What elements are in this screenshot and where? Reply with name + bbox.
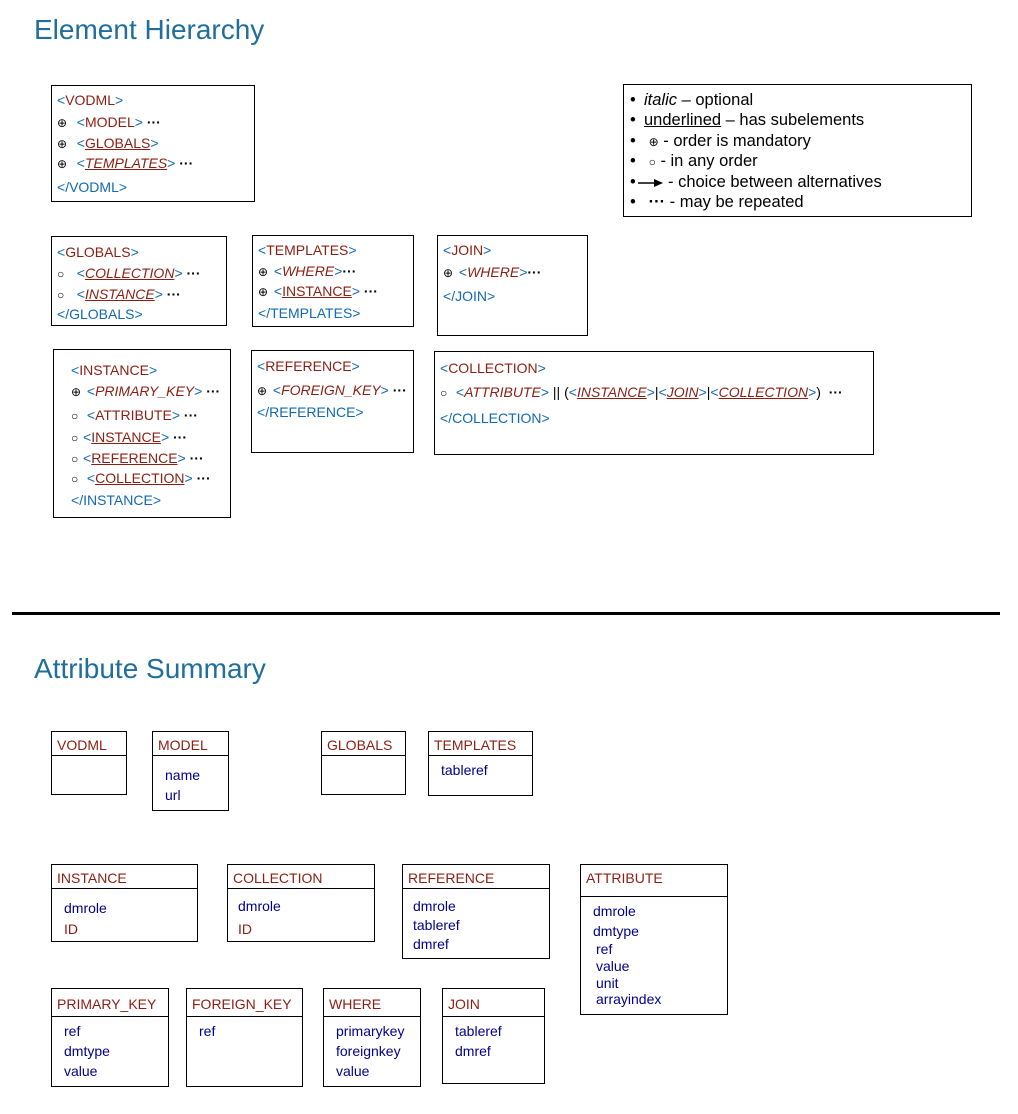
- model-attr-header: MODEL: [158, 737, 208, 753]
- where-attr-box: WHERE primarykey foreignkey value: [323, 988, 421, 1087]
- foreign-key-attr-box: FOREIGN_KEY ref: [186, 988, 303, 1087]
- attribute-attr-box: ATTRIBUTE dmrole dmtype ref value unit a…: [580, 864, 728, 1015]
- globals-hierarchy-box: <GLOBALS> ○ <COLLECTION> ··· ○ <INSTANCE…: [51, 236, 227, 326]
- vodml-attr-box: VODML: [51, 731, 127, 795]
- attr-arrayindex: arrayindex: [596, 991, 662, 1007]
- collection-attr-header: COLLECTION: [233, 870, 323, 886]
- attr-dmtype: dmtype: [64, 1043, 110, 1059]
- arrow-icon: [638, 178, 663, 187]
- element-hierarchy-title: Element Hierarchy: [34, 14, 265, 45]
- attr-dmrole: dmrole: [238, 898, 281, 914]
- attr-tableref: tableref: [413, 917, 460, 933]
- attr-tableref: tableref: [441, 762, 488, 778]
- instance-attr-box: INSTANCE dmrole ID: [51, 864, 198, 942]
- attr-dmref: dmref: [455, 1043, 491, 1059]
- legend-box: •italic – optional •underlined – has sub…: [623, 84, 972, 217]
- attr-foreignkey: foreignkey: [336, 1043, 401, 1059]
- attr-value: value: [596, 958, 630, 974]
- attr-dmtype: dmtype: [593, 923, 639, 939]
- templates-attr-box: TEMPLATES tableref: [428, 731, 533, 796]
- reference-attr-box: REFERENCE dmrole tableref dmref: [402, 864, 550, 959]
- attr-id: ID: [238, 921, 252, 937]
- primary-key-attr-header: PRIMARY_KEY: [57, 996, 157, 1012]
- reference-hierarchy-box: <REFERENCE> ⊕ <FOREIGN_KEY> ··· </REFERE…: [251, 350, 414, 453]
- attr-unit: unit: [596, 975, 619, 991]
- vodml-hierarchy-box: <VODML> ⊕ <MODEL> ··· ⊕ <GLOBALS> ⊕ <TEM…: [51, 85, 255, 202]
- attr-ref: ref: [64, 1023, 81, 1039]
- collection-attr-box: COLLECTION dmrole ID: [227, 864, 375, 942]
- join-attr-box: JOIN tableref dmref: [442, 988, 545, 1084]
- attr-value: value: [336, 1063, 370, 1079]
- join-hierarchy-box: <JOIN> ⊕ <WHERE>··· </JOIN>: [437, 235, 588, 336]
- attr-ref: ref: [596, 941, 613, 957]
- primary-key-attr-box: PRIMARY_KEY ref dmtype value: [51, 988, 169, 1087]
- join-attr-header: JOIN: [448, 996, 480, 1012]
- section-divider: [12, 612, 1000, 615]
- where-attr-header: WHERE: [329, 996, 382, 1012]
- attr-ref: ref: [199, 1023, 216, 1039]
- vodml-attr-header: VODML: [57, 737, 107, 753]
- attribute-attr-header: ATTRIBUTE: [586, 870, 663, 886]
- foreign-key-attr-header: FOREIGN_KEY: [192, 996, 292, 1012]
- instance-attr-header: INSTANCE: [57, 870, 127, 886]
- attr-name: name: [165, 767, 201, 783]
- templates-hierarchy-box: <TEMPLATES> ⊕ <WHERE>··· ⊕ <INSTANCE> ··…: [252, 235, 414, 327]
- globals-attr-header: GLOBALS: [327, 737, 393, 753]
- attr-url: url: [165, 787, 181, 803]
- model-attr-box: MODEL name url: [152, 731, 229, 811]
- attr-primarykey: primarykey: [336, 1023, 405, 1039]
- attr-dmrole: dmrole: [64, 900, 107, 916]
- templates-attr-header: TEMPLATES: [434, 737, 517, 753]
- attr-dmrole: dmrole: [593, 903, 636, 919]
- globals-attr-box: GLOBALS: [321, 731, 406, 795]
- attr-value: value: [64, 1063, 98, 1079]
- attr-dmref: dmref: [413, 936, 449, 952]
- instance-hierarchy-box: <INSTANCE> ⊕ <PRIMARY_KEY> ··· ○ <ATTRIB…: [53, 349, 231, 518]
- collection-hierarchy-box: <COLLECTION> ○ <ATTRIBUTE> || (<INSTANCE…: [434, 351, 874, 455]
- attr-tableref: tableref: [455, 1023, 502, 1039]
- reference-attr-header: REFERENCE: [408, 870, 495, 886]
- attr-id: ID: [64, 921, 78, 937]
- attr-dmrole: dmrole: [413, 898, 456, 914]
- attribute-summary-title: Attribute Summary: [34, 653, 266, 684]
